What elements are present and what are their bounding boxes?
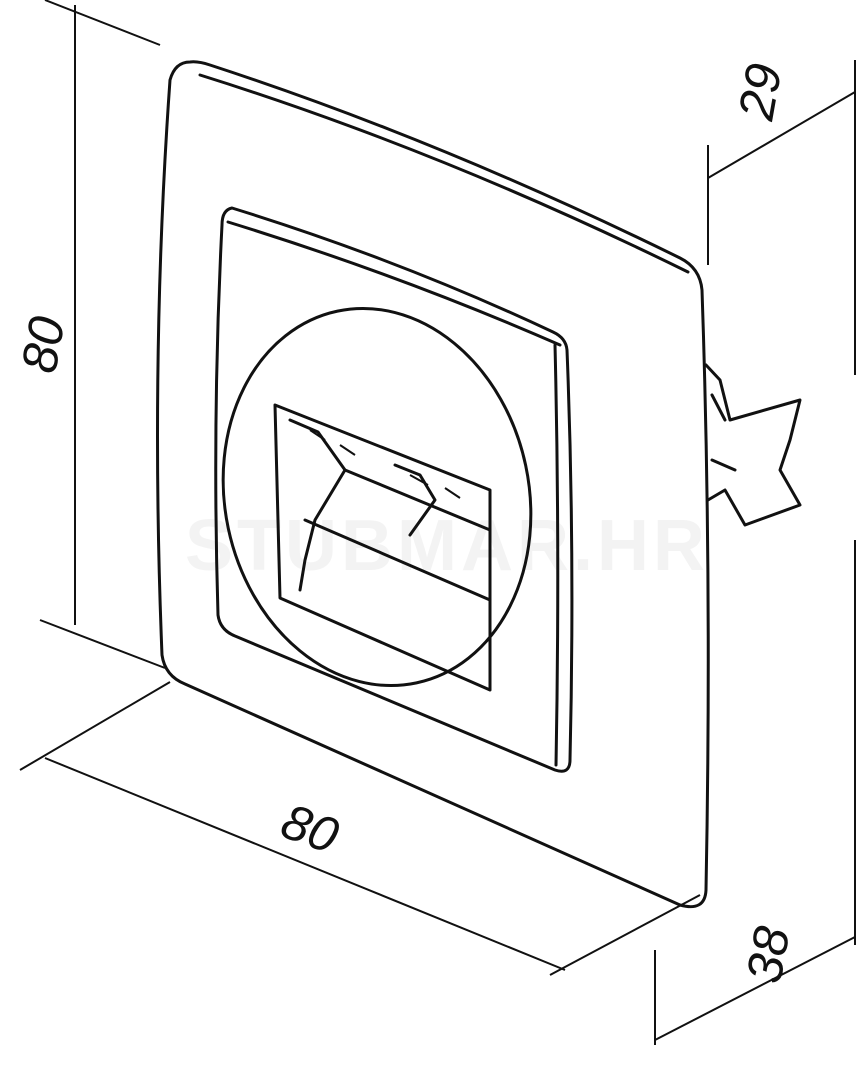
dimension-depth-total: 38 [654,540,856,1045]
mounting-clip [704,363,802,527]
dimension-height: 80 [11,0,166,669]
dimension-depth-front: 29 [707,59,856,375]
height-label: 80 [11,312,76,377]
outer-frame [156,60,710,909]
circular-insert [221,306,533,688]
dimension-width: 80 [19,681,701,976]
depth-front-label: 29 [728,59,793,124]
watermark: STUBMAR.HR [185,506,709,586]
rj45-jack-block [273,403,492,692]
inner-plate [214,206,574,773]
depth-total-label: 38 [736,922,801,987]
width-label: 80 [274,793,346,865]
